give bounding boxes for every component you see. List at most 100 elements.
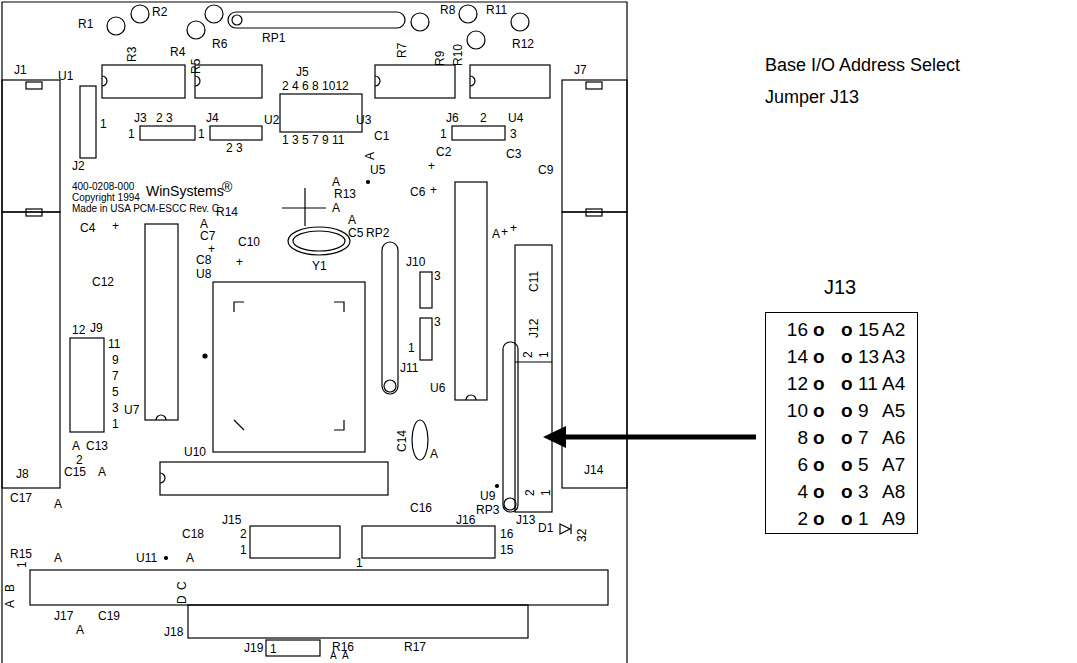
part-label: U11 bbox=[136, 552, 157, 564]
part-label: U5 bbox=[370, 164, 385, 176]
header-outline bbox=[362, 526, 495, 558]
connector-tab bbox=[26, 82, 42, 89]
part-label: R12 bbox=[512, 38, 534, 50]
part-label: A bbox=[364, 152, 376, 160]
part-label: A bbox=[492, 228, 500, 240]
jumper-outline bbox=[210, 126, 262, 140]
header-outline bbox=[250, 526, 340, 558]
chip-outline bbox=[470, 65, 550, 98]
part-label: J5 bbox=[296, 66, 309, 78]
pointer-arrowhead bbox=[543, 426, 566, 448]
connector-outline bbox=[2, 212, 60, 488]
part-label: C10 bbox=[238, 236, 260, 248]
part-label: J18 bbox=[164, 626, 183, 638]
part-label: R14 bbox=[216, 206, 238, 218]
pin-symbol: o bbox=[841, 482, 853, 501]
part-label: R6 bbox=[212, 38, 227, 50]
header-outline bbox=[280, 94, 362, 132]
part-label: J4 bbox=[206, 112, 219, 124]
part-label: 2 bbox=[524, 489, 536, 496]
part-label: 1 bbox=[356, 557, 363, 569]
pin-symbol: o bbox=[841, 509, 853, 528]
part-label: J9 bbox=[90, 322, 103, 334]
resistor-symbol bbox=[467, 31, 485, 49]
part-label: A bbox=[430, 448, 438, 460]
part-label: J17 bbox=[54, 610, 73, 622]
part-label: 1 bbox=[240, 544, 247, 556]
connector-outline bbox=[562, 80, 627, 212]
part-label: U9 bbox=[480, 490, 495, 502]
part-label: 32 bbox=[576, 529, 588, 542]
pin-symbol: o bbox=[813, 428, 825, 447]
jumper-outline bbox=[515, 245, 552, 512]
pin-dot bbox=[203, 354, 207, 358]
part-label: 1 3 5 7 9 11 bbox=[282, 134, 345, 146]
part-label: C4 bbox=[80, 222, 95, 234]
part-label: U7 bbox=[124, 404, 139, 416]
pin-number: 7 bbox=[858, 428, 869, 447]
part-label: 1 bbox=[440, 128, 447, 140]
part-label: A bbox=[332, 202, 340, 214]
part-label: Copyright 1994 bbox=[72, 193, 140, 203]
address-signal: A3 bbox=[882, 347, 905, 366]
part-label: C2 bbox=[436, 146, 451, 158]
part-label: 1 bbox=[408, 342, 415, 354]
part-label: R8 bbox=[440, 4, 455, 16]
part-label: R4 bbox=[170, 46, 185, 58]
part-label: U1 bbox=[58, 70, 73, 82]
part-label: R17 bbox=[404, 641, 426, 653]
jumper-heading: J13 bbox=[824, 277, 856, 297]
pin-number: 1 bbox=[858, 509, 869, 528]
pin-symbol: o bbox=[813, 320, 825, 339]
address-signal: A2 bbox=[882, 320, 905, 339]
part-label: 12 bbox=[72, 324, 85, 336]
jumper-outline bbox=[420, 318, 432, 360]
connector-tab bbox=[586, 82, 602, 89]
address-signal: A7 bbox=[882, 455, 905, 474]
part-label: C15 bbox=[64, 466, 86, 478]
part-label: C14 bbox=[396, 430, 408, 452]
part-label: J19 bbox=[244, 642, 263, 654]
part-label: J16 bbox=[456, 514, 475, 526]
part-label: R9 bbox=[434, 51, 446, 66]
resistor-symbol bbox=[131, 5, 149, 23]
address-signal: A8 bbox=[882, 482, 905, 501]
part-label: J6 bbox=[446, 112, 459, 124]
resistor-pack-pin bbox=[232, 15, 242, 25]
part-label: 1 bbox=[198, 128, 205, 140]
pin-symbol: o bbox=[841, 428, 853, 447]
crystal-symbol bbox=[293, 231, 345, 251]
part-label: C18 bbox=[182, 528, 204, 540]
part-label: R15 bbox=[10, 548, 32, 560]
chip-notch bbox=[195, 76, 200, 86]
part-label: D bbox=[176, 595, 188, 604]
pin-number: 13 bbox=[858, 347, 879, 366]
part-label: J14 bbox=[584, 464, 603, 476]
part-label: A bbox=[348, 214, 356, 226]
pin-number: 2 bbox=[770, 509, 808, 528]
chip-notch bbox=[102, 76, 107, 86]
resistor-pack-pin bbox=[504, 498, 516, 510]
part-label: 2 3 bbox=[156, 112, 173, 124]
address-signal: A5 bbox=[882, 401, 905, 420]
jumper-outline bbox=[80, 86, 96, 158]
part-label: 2 bbox=[76, 454, 83, 466]
part-label: J12 bbox=[528, 319, 540, 338]
pin-number: 5 bbox=[858, 455, 869, 474]
part-label: R10 bbox=[452, 44, 464, 66]
board-outline bbox=[2, 2, 627, 663]
pin-number: 15 bbox=[858, 320, 879, 339]
pin-dot bbox=[165, 557, 168, 560]
pin-symbol: o bbox=[813, 455, 825, 474]
part-label: RP1 bbox=[262, 32, 285, 44]
crystal-symbol bbox=[288, 227, 350, 255]
pin-symbol: o bbox=[813, 374, 825, 393]
part-label: 3 bbox=[434, 316, 441, 328]
chip-notch bbox=[470, 76, 475, 86]
part-label: 2 4 6 8 1012 bbox=[282, 80, 349, 92]
chip-outline bbox=[102, 65, 185, 98]
pin-symbol: o bbox=[841, 401, 853, 420]
part-label: 1 bbox=[540, 489, 552, 496]
part-label: R11 bbox=[486, 4, 507, 16]
part-label: A bbox=[54, 498, 62, 510]
